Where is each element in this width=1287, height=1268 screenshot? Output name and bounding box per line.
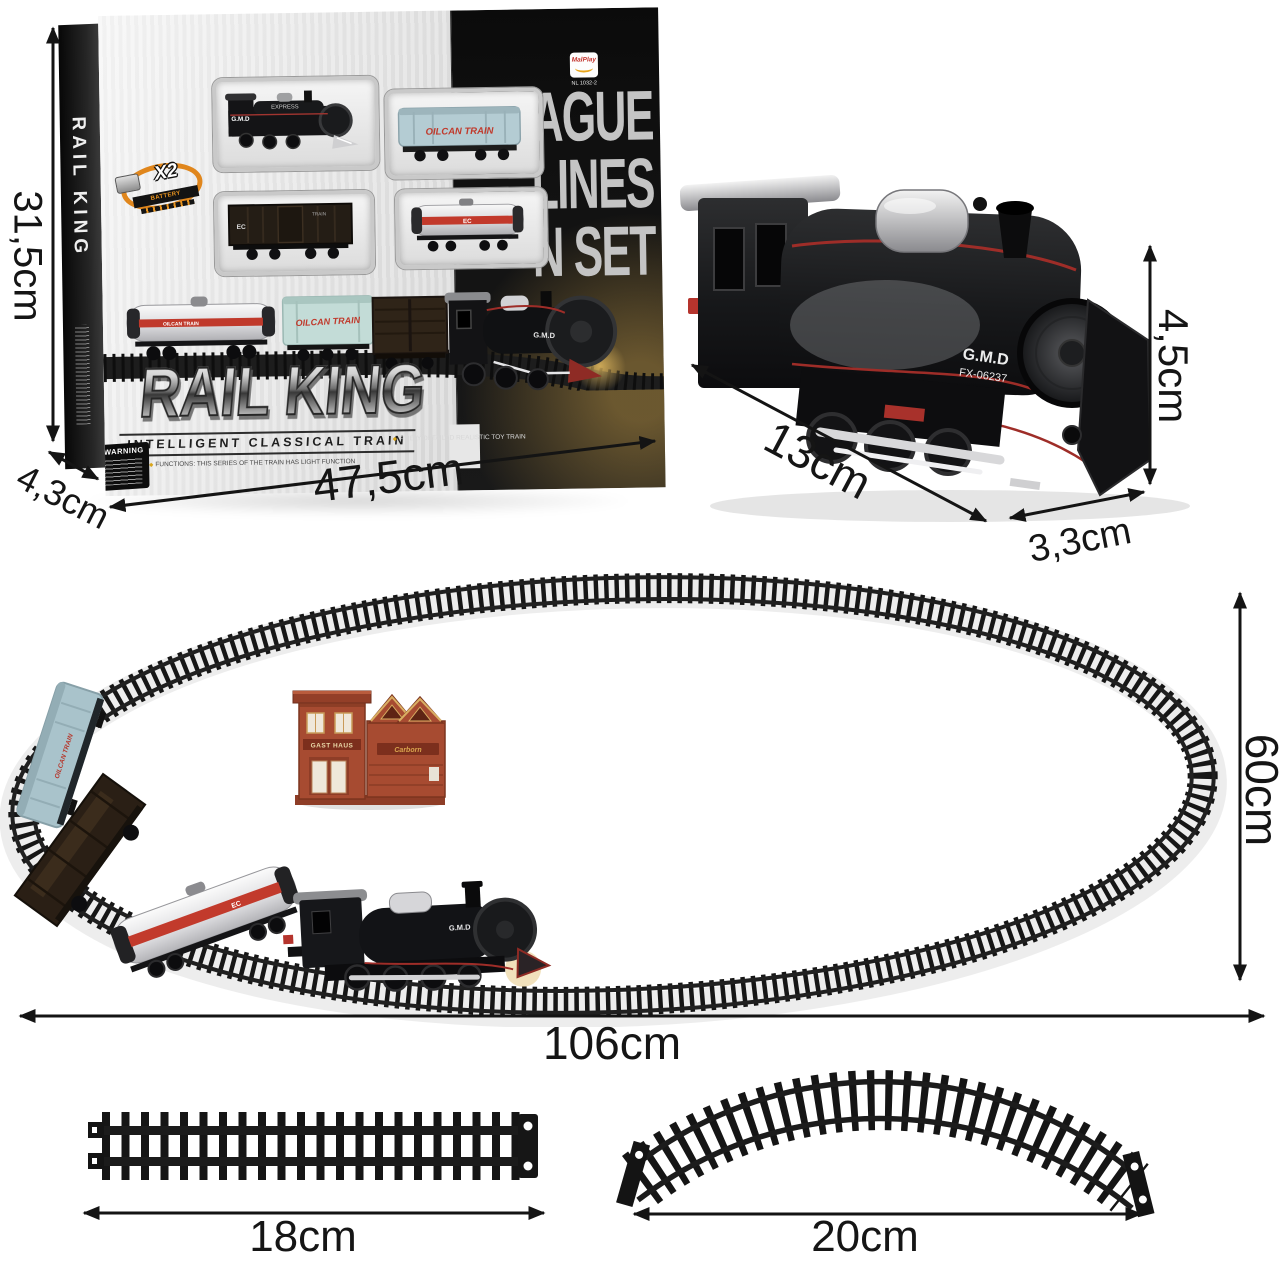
layout-tanker-label: EC (231, 900, 243, 910)
box-art-locomotive: G.M.D (444, 291, 626, 393)
box-art-boxcar (371, 295, 449, 370)
window-loco-express-label: EXPRESS (271, 104, 299, 110)
window-boxcar-ec-label: EC (237, 224, 247, 231)
curved-track-piece (616, 1070, 1155, 1218)
locomotive-brand-label: G.M.D (962, 346, 1010, 369)
warning-fineprint (98, 457, 143, 487)
window-loco-gmd-label: G.M.D (231, 116, 250, 123)
station-sign-carborn: Carborn (394, 747, 421, 754)
battery-badge: X2 BATTERY OPERATED (114, 150, 207, 222)
layout-locomotive: G.M.D (283, 880, 552, 992)
window-tanker-label: EC (463, 218, 472, 225)
station-building: GAST HAUS Carborn (292, 690, 446, 810)
bullet-icon: ◆ (149, 462, 154, 469)
brand-logo-swoosh-icon (574, 63, 594, 73)
box-art-train-scene: OILCAN TRAIN OILCAN TRAIN (103, 291, 665, 399)
window-tanker-art: EC (410, 198, 524, 252)
label-layout-width: 106cm (542, 1017, 682, 1069)
box-art-loco-label: G.M.D (533, 330, 556, 340)
box-photo: RAIL KING AGUE LINES N SET MalPlay NL 10… (58, 7, 666, 516)
label-straight-track: 18cm (249, 1212, 357, 1261)
box-spine-fineprint (74, 324, 91, 425)
box-spine: RAIL KING (58, 23, 106, 470)
box-window-tanker: EC (394, 187, 549, 270)
box-spine-title: RAIL KING (67, 116, 91, 259)
oval-track (0, 573, 1227, 1027)
label-loco-height: 4,5cm (1150, 308, 1197, 424)
track-layout: GAST HAUS Carborn (0, 573, 1227, 1027)
box-window-boxcar: EC TRAIN (213, 189, 376, 277)
box-art-hopper-label: OILCAN TRAIN (295, 315, 360, 328)
warning-box: ⚠ WARNING (98, 441, 150, 492)
window-locomotive-art: EXPRESS G.M.D (225, 90, 359, 150)
layout-hopper-car: OILCAN TRAIN (16, 681, 107, 829)
layout-boxcar (13, 772, 147, 928)
bullet-icon: ◆ (392, 436, 398, 443)
box-window-hopper: OILCAN TRAIN (384, 87, 544, 180)
window-hopper-art: OILCAN TRAIN (397, 106, 522, 162)
box-art-hopper: OILCAN TRAIN (281, 295, 374, 361)
box-window-locomotive: EXPRESS G.M.D (212, 75, 380, 173)
straight-track-piece (88, 1112, 538, 1180)
window-hopper-label: OILCAN TRAIN (425, 126, 493, 138)
warning-text: WARNING (103, 445, 144, 457)
brand-logo: MalPlay (569, 52, 599, 78)
layout-tanker-car: EC (110, 866, 300, 978)
label-curved-track: 20cm (811, 1212, 919, 1261)
badge-count: X2 (152, 159, 180, 185)
brand-logo-text: MalPlay (571, 56, 597, 64)
station-sign-gasthaus: GAST HAUS (311, 743, 354, 750)
box-title: RAIL KING (136, 348, 438, 433)
window-boxcar-art: EC TRAIN (227, 202, 354, 260)
box-art-tanker-label: OILCAN TRAIN (163, 321, 199, 328)
label-layout-height: 60cm (1236, 733, 1287, 847)
box-model-number: NL 1032-2 (571, 80, 598, 87)
window-boxcar-train-label: TRAIN (312, 211, 327, 217)
box-art-tanker: OILCAN TRAIN (126, 296, 276, 361)
box-front: AGUE LINES N SET MalPlay NL 1032-2 X2 BA… (98, 7, 666, 497)
layout-loco-label: G.M.D (449, 922, 472, 932)
label-box-height: 31,5cm (5, 190, 50, 322)
